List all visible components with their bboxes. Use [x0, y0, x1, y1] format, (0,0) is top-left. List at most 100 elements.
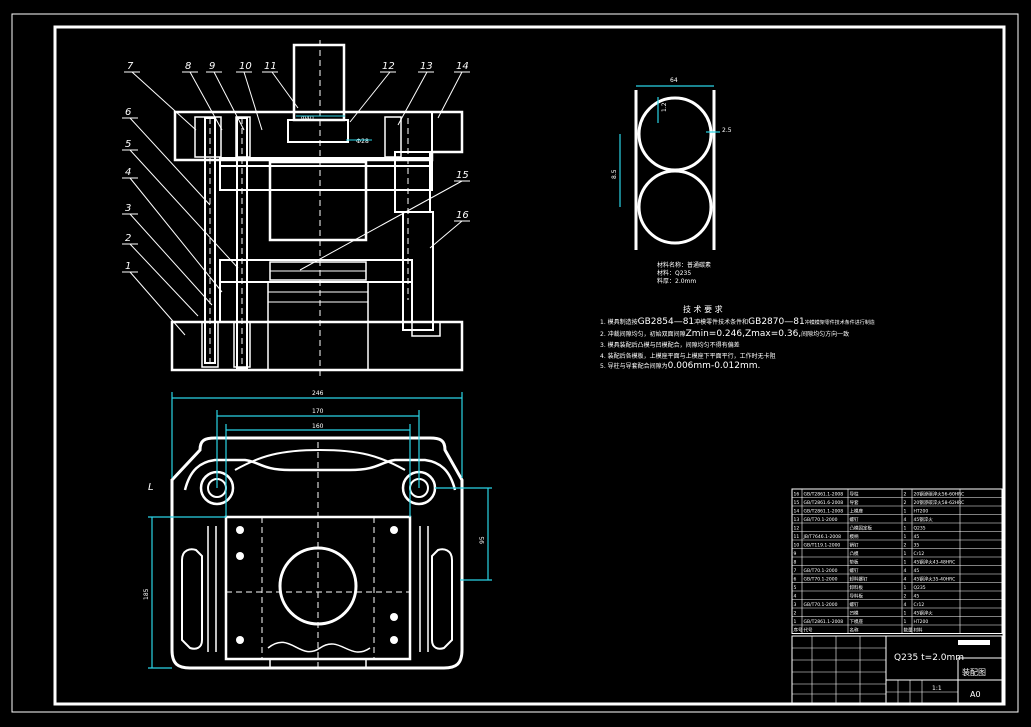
tech-item-3: 3. 模具装配后凸模与凹模配合，间隙均匀不得有偏差 — [600, 341, 740, 349]
technical-requirements: 技 术 要 求 1. 模具制造按GB2854—81冲模零件技术条件和GB2870… — [600, 304, 875, 371]
bom-cell-qty: 1 — [904, 611, 907, 617]
part-callouts: 1 2 3 4 5 6 7 8 9 10 11 12 13 14 15 16 — [122, 61, 470, 336]
bom-cell-no: 3 — [794, 602, 797, 608]
bom-cell-no: 6 — [794, 577, 797, 583]
bom-cell-no: 10 — [794, 543, 800, 549]
bom-frame — [791, 488, 1003, 634]
svg-text:10: 10 — [239, 61, 252, 72]
bom-cell-mat: 45 — [914, 534, 920, 540]
bom-cell-qty: 1 — [904, 585, 907, 591]
bom-cell-std: GB/T2861.1-2008 — [804, 619, 844, 625]
bom-cell-qty: 2 — [904, 594, 907, 600]
strip-note-thickness: 料厚：2.0mm — [657, 277, 696, 285]
bom-cell-mat: 45 — [914, 594, 920, 600]
bom-row: 15 GB/T2861.6-2008 导套 2 20钢渗碳淬火58-62HRC — [794, 499, 965, 506]
bom-cell-mat: 20钢渗碳淬火56-60HRC — [914, 491, 965, 498]
bom-cell-no: 15 — [794, 500, 800, 506]
view-mark: L — [148, 482, 154, 493]
callout-6: 6 — [122, 107, 211, 206]
bom-cell-qty: 4 — [904, 602, 907, 608]
svg-text:8: 8 — [185, 61, 191, 72]
callout-5: 5 — [122, 139, 239, 269]
callout-1: 1 — [122, 261, 186, 336]
callout-10: 10 — [236, 61, 263, 131]
dim-160: 160 — [312, 423, 324, 430]
bom-cell-name: 螺钉 — [850, 567, 859, 574]
tech-item-4: 4. 装配后各模板，上模座平面与上模座下平面平行，工作时无卡阻 — [600, 352, 776, 360]
plan-outline — [170, 436, 464, 670]
bom-cell-name: 凸模固定板 — [850, 525, 873, 532]
bom-cell-qty: 2 — [904, 500, 907, 506]
tech-title: 技 术 要 求 — [683, 304, 723, 314]
bom-cell-mat: HT200 — [914, 509, 929, 515]
svg-text:15: 15 — [456, 170, 469, 181]
bom-cell-std: GB/T2861.1-2008 — [804, 492, 844, 498]
die-shank — [292, 43, 346, 122]
bom-cell-no: 5 — [794, 585, 797, 591]
svg-text:7: 7 — [127, 61, 134, 72]
svg-text:3: 3 — [125, 203, 131, 214]
bom-cell-qty: 1 — [904, 551, 907, 557]
svg-text:5: 5 — [125, 139, 131, 150]
plan-view: 246 170 160 185 95 L — [143, 390, 492, 672]
bom-cell-name: 导套 — [850, 499, 859, 506]
callout-7: 7 — [124, 61, 197, 131]
callout-4: 4 — [122, 167, 223, 293]
strip-note-grade: 材料：Q235 — [657, 269, 691, 277]
bom-cell-qty: 2 — [904, 492, 907, 498]
bom-cell-name: 销钉 — [850, 542, 859, 549]
svg-text:12: 12 — [382, 61, 395, 72]
svg-text:4: 4 — [125, 167, 131, 178]
plan-dims: 246 170 160 185 95 L — [143, 390, 492, 669]
guide-post — [402, 211, 434, 331]
callout-8: 8 — [182, 61, 223, 131]
bom-cell-mat: HT200 — [914, 619, 929, 625]
bom-cell-qty: 1 — [904, 619, 907, 625]
bom-cell-no: 4 — [794, 594, 797, 600]
svg-text:1: 1 — [125, 261, 131, 272]
bom-cell-no: 11 — [794, 534, 800, 540]
callout-15: 15 — [299, 170, 470, 271]
bom-cell-qty: 4 — [904, 577, 907, 583]
callout-3: 3 — [122, 203, 213, 306]
material-spec: Q235 t=2.0mm — [894, 653, 964, 663]
bom-cell-name: 凸模 — [850, 550, 859, 557]
bom-cell-no: 2 — [794, 611, 797, 617]
bom-cell-qty: 4 — [904, 517, 907, 523]
bom-cell-name: 导柱 — [850, 491, 859, 498]
bom-cell-std: GB/T2861.6-2008 — [804, 500, 844, 506]
outer-border — [11, 13, 1019, 713]
bom-cell-mat: 45钢淬火43-48HRC — [914, 559, 956, 566]
dim-246: 246 — [312, 390, 324, 397]
bom-cell-std: GB/T2861.1-2008 — [804, 509, 844, 515]
bom-cell-no: 13 — [794, 517, 800, 523]
bom-cell-no: 1 — [794, 619, 797, 625]
bom-cell-mat: 20钢渗碳淬火58-62HRC — [914, 499, 965, 506]
svg-text:14: 14 — [456, 61, 469, 72]
sheet-size: A0 — [970, 690, 981, 699]
bom-cell-no: 8 — [794, 560, 797, 566]
title-block: Q235 t=2.0mm 装配图 A0 1:1 — [791, 635, 1003, 705]
bom-cell-std: GB/T70.1-2000 — [804, 577, 838, 583]
strip-layout: 64 8.5 2.5 1.2 材料名称：普通碳素 材料：Q235 料厚：2.0m… — [611, 77, 732, 285]
dim-95: 95 — [479, 536, 486, 544]
bom-cell-qty: 数量 — [904, 627, 913, 634]
bom-cell-qty: 4 — [904, 568, 907, 574]
shank-dia-label: Ф40 — [301, 115, 314, 122]
bom-cell-name: 螺钉 — [850, 516, 859, 523]
bom-cell-mat: 45钢淬火 — [914, 610, 934, 617]
dim-8-5: 8.5 — [611, 169, 618, 179]
bom-cell-mat: Cr12 — [914, 551, 925, 557]
bom-cell-qty: 2 — [904, 543, 907, 549]
svg-text:13: 13 — [420, 61, 433, 72]
callout-14: 14 — [437, 61, 470, 119]
